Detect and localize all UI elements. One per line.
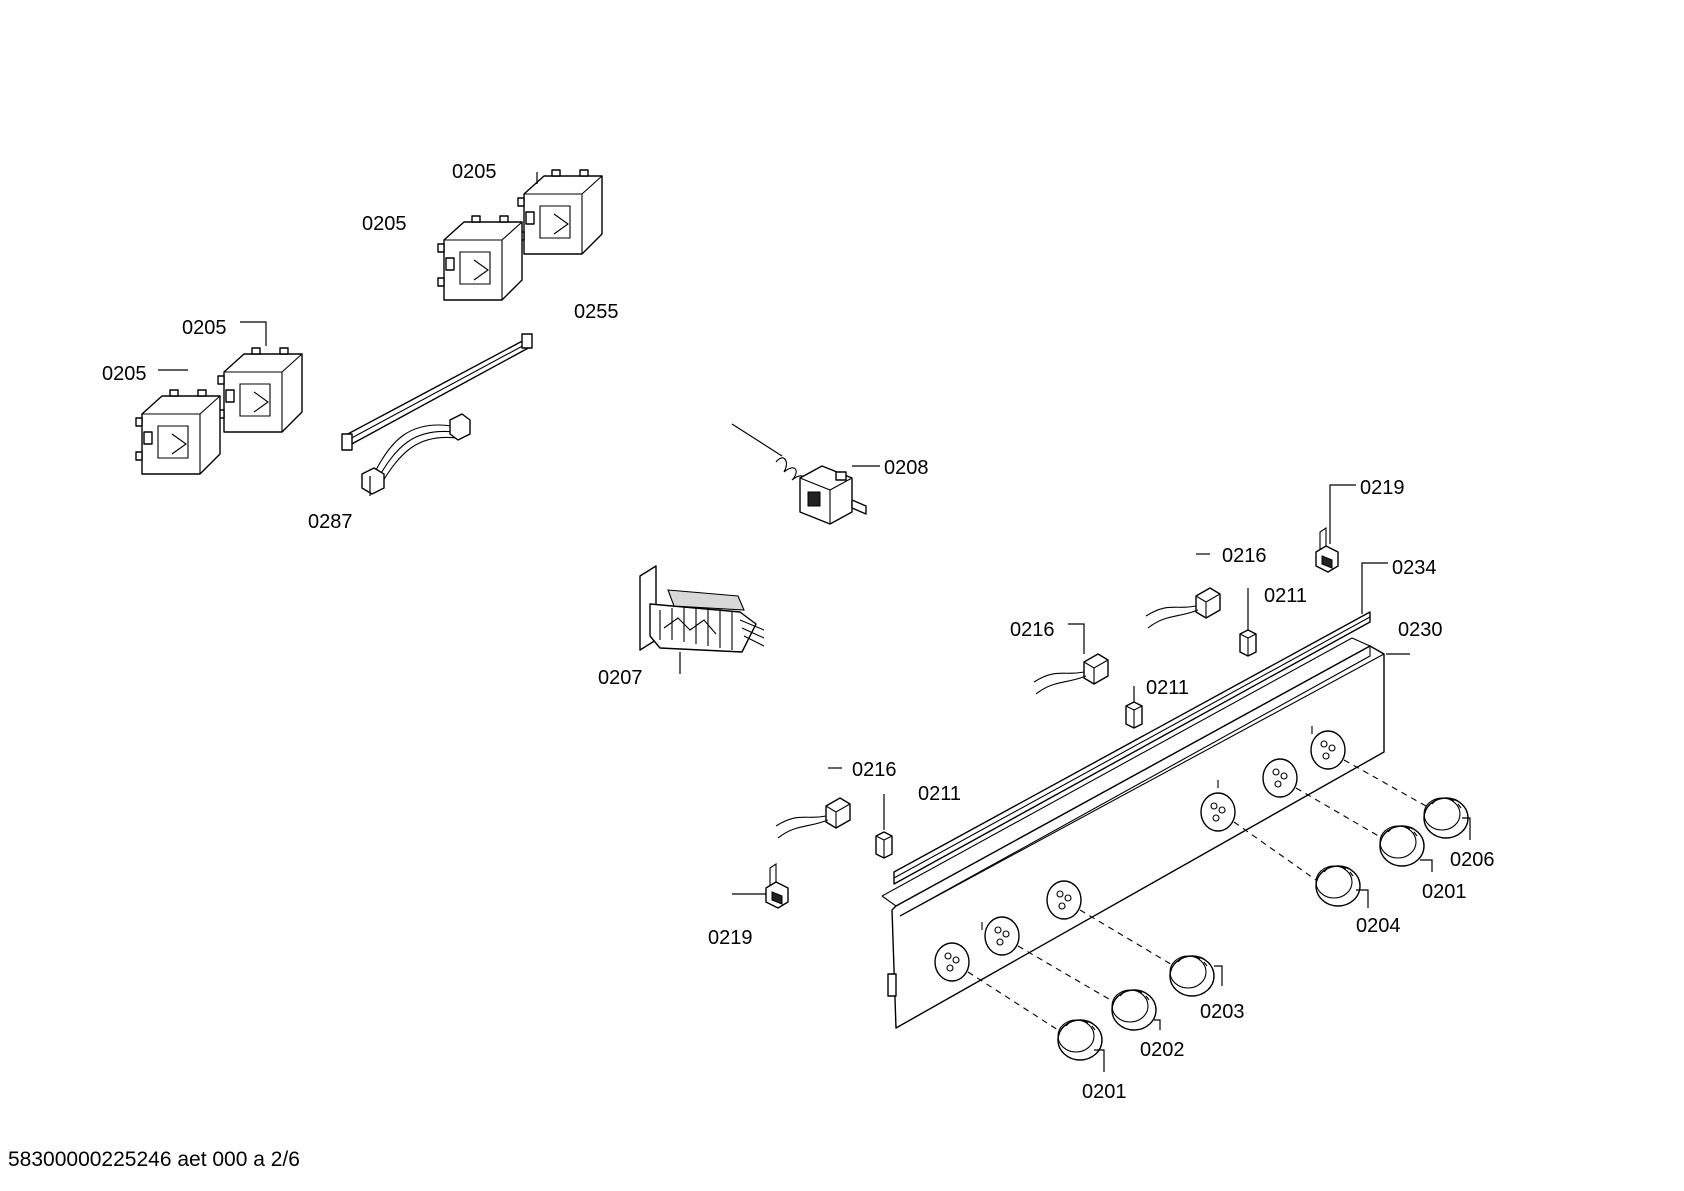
clip-0211-top: [1239, 629, 1257, 657]
label-0211-middle: 0211: [1146, 677, 1189, 699]
label-0205-third: 0205: [182, 317, 227, 339]
leader-lines: [158, 172, 1471, 1072]
alignment-lines: [967, 759, 1427, 1031]
label-0208: 0208: [884, 457, 929, 479]
label-0230: 0230: [1398, 619, 1443, 641]
bracket-0219-upper: [1315, 527, 1339, 573]
knob-0201-upper: [1379, 825, 1425, 867]
rail-bracket-0255: [341, 333, 533, 451]
label-0204: 0204: [1356, 915, 1401, 937]
label-0205-top: 0205: [452, 161, 497, 183]
connector-0216-top: [1145, 587, 1221, 629]
label-0219-lower: 0219: [708, 927, 753, 949]
clip-0211-lower: [875, 831, 893, 859]
label-0287: 0287: [308, 511, 353, 533]
switch-box-0205-top-right: [517, 169, 603, 255]
label-0219-upper: 0219: [1360, 477, 1405, 499]
wire-harness-0287: [361, 413, 471, 495]
label-0211-lower: 0211: [918, 783, 961, 805]
label-0216-middle: 0216: [1010, 619, 1055, 641]
connector-0216-lower: [775, 797, 851, 839]
document-footer-code: 58300000225246 aet 000 a 2/6: [8, 1148, 300, 1171]
connector-0216-middle: [1033, 653, 1109, 695]
knob-0203: [1169, 955, 1215, 997]
switch-box-0205-mid-right: [217, 347, 303, 433]
label-0234: 0234: [1392, 557, 1437, 579]
switch-box-0205-mid-left: [135, 389, 221, 475]
label-0211-top: 0211: [1264, 585, 1307, 607]
label-0205-second: 0205: [362, 213, 407, 235]
label-0216-lower: 0216: [852, 759, 897, 781]
label-0203: 0203: [1200, 1001, 1245, 1023]
switch-box-0205-top-left: [437, 215, 523, 301]
knob-0204: [1315, 865, 1361, 907]
label-0201-upper: 0201: [1422, 881, 1467, 903]
label-0255: 0255: [574, 301, 619, 323]
bracket-0219-lower: [765, 863, 789, 909]
selector-switch-0207: [639, 565, 765, 653]
trim-strip-0234: [893, 611, 1371, 885]
label-0201-lower: 0201: [1082, 1081, 1127, 1103]
label-0207: 0207: [598, 667, 643, 689]
label-0202: 0202: [1140, 1039, 1185, 1061]
label-0205-fourth: 0205: [102, 363, 147, 385]
label-0216-top: 0216: [1222, 545, 1267, 567]
control-panel-0230: [881, 637, 1385, 1029]
knob-0206: [1423, 797, 1469, 839]
knob-0202: [1111, 989, 1157, 1031]
knob-0201-lower: [1057, 1019, 1103, 1061]
label-0206: 0206: [1450, 849, 1495, 871]
thermostat-0208: [731, 423, 867, 525]
clip-0211-middle: [1125, 701, 1143, 729]
